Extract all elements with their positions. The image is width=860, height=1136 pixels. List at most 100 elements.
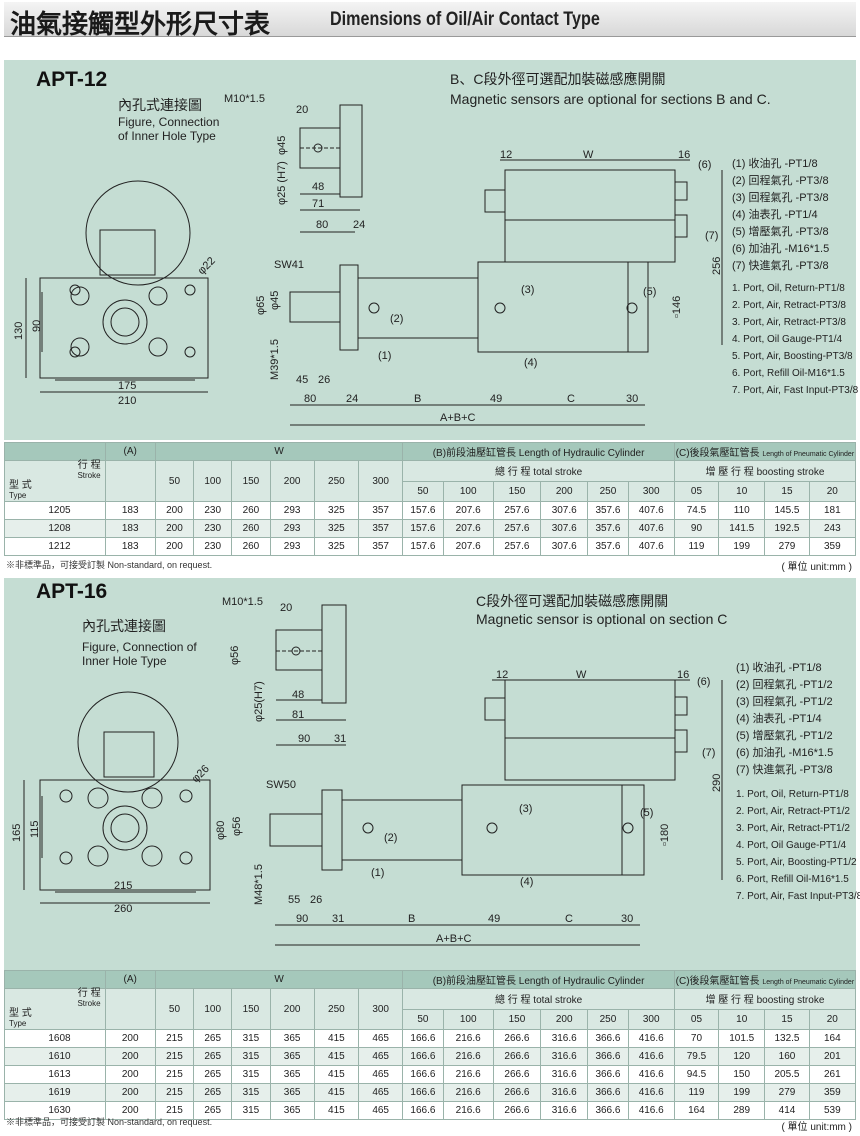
apt16-port-zh: (4) 油表孔 -PT1/4: [736, 713, 822, 725]
apt12-dim-130: 130: [13, 322, 25, 340]
apt16-dim-31b: 31: [332, 913, 344, 925]
c-cell: 192.5: [764, 519, 810, 538]
w-head: 50: [154, 988, 195, 1030]
apt12-dim-26: 26: [318, 374, 330, 386]
w-cell: 200: [154, 537, 195, 556]
b-cell: 266.6: [492, 1083, 542, 1102]
b-head: 50: [402, 1008, 444, 1030]
header-bar: [4, 2, 856, 37]
apt16-ports-zh-list: (1) 收油孔 -PT1/8 (2) 回程氣孔 -PT1/2 (3) 回程氣孔 …: [736, 660, 833, 779]
apt16-inner-hole: [291, 646, 301, 656]
b-cell: 216.6: [442, 1047, 494, 1066]
apt12-dim-W: W: [583, 149, 594, 161]
w-cell: 260: [231, 519, 271, 538]
col-c-en: Length of Pneumatic Cylinder: [762, 979, 855, 986]
c-head: 10: [718, 480, 766, 502]
apt16-dim-sw: SW50: [266, 779, 296, 791]
w-cell: 465: [358, 1029, 404, 1048]
apt12-dim-m39: M39*1.5: [269, 339, 281, 380]
c-cell: 261: [808, 1065, 857, 1084]
b-head: 300: [627, 480, 675, 502]
w-head: 250: [313, 988, 360, 1030]
b-cell: 366.6: [587, 1047, 629, 1066]
apt12-dim-phi45b: φ45: [269, 291, 281, 310]
c-head: 20: [808, 1008, 857, 1030]
apt16-dim-290: 290: [711, 774, 723, 792]
boosting-stroke-header: 增 壓 行 程 boosting stroke: [673, 460, 857, 482]
b-cell: 166.6: [402, 1101, 444, 1120]
w-cell: 315: [231, 1065, 271, 1084]
w-cell: 315: [231, 1029, 271, 1048]
col-w-header: W: [154, 442, 404, 461]
apt12-dim-phi45: φ45: [276, 136, 288, 155]
apt16-dim-260: 260: [114, 903, 132, 915]
apt16-port-1: (1): [371, 867, 384, 879]
w-cell: 465: [358, 1065, 404, 1084]
w-cell: 215: [154, 1029, 195, 1048]
c-cell: 359: [808, 537, 857, 556]
apt12-ports-zh-list: (1) 收油孔 -PT1/8 (2) 回程氣孔 -PT3/8 (3) 回程氣孔 …: [732, 156, 829, 275]
c-cell: 199: [718, 1083, 766, 1102]
apt16-dim-abc: A+B+C: [436, 933, 472, 945]
apt12-port-1: (1): [378, 350, 391, 362]
apt12-dim-abc: A+B+C: [440, 412, 476, 424]
apt16-unit: ( 單位 unit:mm ): [781, 1122, 852, 1133]
c-cell: 141.5: [718, 519, 766, 538]
w-cell: 365: [269, 1047, 315, 1066]
apt12-port-en: 2. Port, Air, Retract-PT3/8: [732, 300, 846, 311]
apt16-dim-165: 165: [11, 824, 23, 842]
w-cell: 293: [269, 537, 315, 556]
c-cell: 119: [673, 1083, 720, 1102]
w-cell: 465: [358, 1101, 404, 1120]
apt12-inner-flange: [339, 104, 363, 198]
b-cell: 307.6: [540, 501, 589, 520]
b-cell: 357.6: [587, 537, 629, 556]
apt16-inner-sleeve: [275, 629, 323, 671]
w-cell: 357: [358, 519, 404, 538]
b-cell: 166.6: [402, 1065, 444, 1084]
w-cell: 230: [193, 537, 233, 556]
type-cell: 1619: [4, 1083, 106, 1102]
w-cell: 357: [358, 501, 404, 520]
c-cell: 181: [808, 501, 857, 520]
apt12-dim-16: 16: [678, 149, 690, 161]
apt12-dim-m10: M10*1.5: [224, 93, 265, 105]
b-head: 250: [587, 1008, 629, 1030]
w-cell: 465: [358, 1047, 404, 1066]
type-zh: 型 式: [9, 480, 32, 491]
apt16-port-zh: (6) 加油孔 -M16*1.5: [736, 747, 834, 759]
apt12-port-2: (2): [390, 313, 403, 325]
apt16-port-en: 7. Port, Air, Fast Input-PT3/8: [736, 891, 860, 902]
apt16-magnetic-zh: C段外徑可選配加裝磁感應開關: [476, 593, 669, 609]
w-head: 50: [154, 460, 195, 502]
page-header: 油氣接觸型外形尺寸表 Dimensions of Oil/Air Contact…: [0, 0, 860, 40]
c-cell: 90: [673, 519, 720, 538]
b-cell: 366.6: [587, 1029, 629, 1048]
apt12-port-6: (6): [698, 159, 711, 171]
apt16-dim-W: W: [576, 669, 587, 681]
a-cell: 200: [104, 1065, 156, 1084]
a-cell: 200: [104, 1029, 156, 1048]
c-head: 10: [718, 1008, 766, 1030]
c-cell: 74.5: [673, 501, 720, 520]
type-zh: 型 式: [9, 1008, 32, 1019]
apt16-pneumatic-cylinder: [504, 679, 676, 781]
apt12-inner-zh: 內孔式連接圖: [118, 97, 202, 113]
b-cell: 416.6: [627, 1065, 675, 1084]
b-cell: 316.6: [540, 1101, 589, 1120]
apt16-dim-m48: M48*1.5: [253, 864, 265, 905]
c-cell: 94.5: [673, 1065, 720, 1084]
apt16-port-en: 1. Port, Oil, Return-PT1/8: [736, 789, 849, 800]
apt12-inner-en2: of Inner Hole Type: [118, 129, 216, 143]
b-cell: 307.6: [540, 537, 589, 556]
type-cell: 1205: [4, 501, 106, 520]
b-cell: 266.6: [492, 1101, 542, 1120]
b-cell: 407.6: [627, 537, 675, 556]
w-cell: 265: [193, 1065, 233, 1084]
stroke-zh: 行 程: [77, 988, 101, 999]
apt12-dim-210: 210: [118, 395, 136, 407]
